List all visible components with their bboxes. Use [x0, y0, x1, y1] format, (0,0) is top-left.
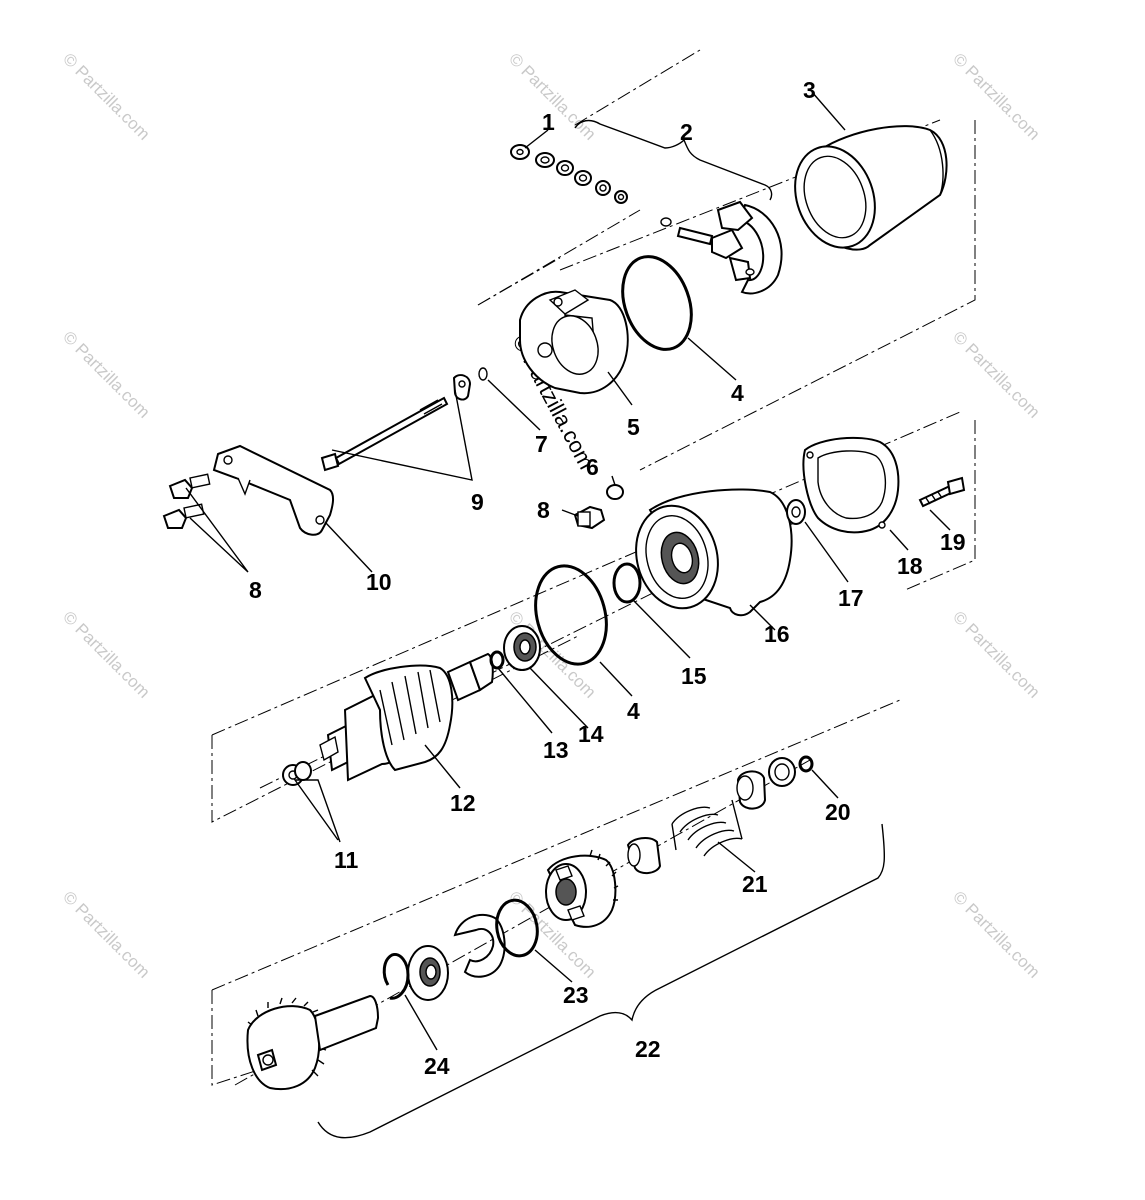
- assembly-2-bracket: [574, 119, 773, 201]
- callout-3: 3: [803, 77, 816, 103]
- part-24-snap-ring: [382, 952, 410, 1000]
- watermark-mid-right: © Partzilla.com: [949, 327, 1043, 421]
- callout-6: 6: [586, 454, 599, 480]
- callout-11: 11: [334, 847, 359, 873]
- part-11-washers: [282, 761, 312, 786]
- callout-16: 16: [764, 621, 790, 647]
- callout-4-upper: 4: [731, 380, 744, 406]
- callout-labels: 1 2 3 4 5 6 7 8 8 9 10 11 12 13 14 4 15 …: [249, 77, 966, 1079]
- part-9-through-bolt: [320, 374, 472, 472]
- part-17-washer: [786, 499, 806, 525]
- callout-8-right: 8: [537, 497, 550, 523]
- callout-23: 23: [563, 982, 589, 1008]
- callout-2: 2: [680, 119, 693, 145]
- part-5-rear-cover: [519, 289, 629, 395]
- part-18-gasket: [802, 436, 900, 534]
- part-13-small-ring: [489, 650, 505, 670]
- callout-19: 19: [940, 529, 966, 555]
- callout-14: 14: [578, 721, 604, 747]
- part-15-o-ring: [612, 562, 642, 604]
- part-10-bracket: [212, 444, 334, 536]
- callout-8-left: 8: [249, 577, 262, 603]
- watermark-top-right: © Partzilla.com: [949, 49, 1043, 143]
- part-4-o-ring-upper: [621, 255, 693, 351]
- watermark-bottom-right: © Partzilla.com: [949, 887, 1043, 981]
- part-21-spring-collars: [626, 757, 796, 874]
- part-23-ring: [495, 898, 539, 958]
- callout-21: 21: [742, 871, 768, 897]
- callout-9: 9: [471, 489, 484, 515]
- callout-17: 17: [838, 585, 864, 611]
- part-4-o-ring-lower: [534, 564, 608, 666]
- callout-5: 5: [627, 414, 640, 440]
- part-3-yoke-housing: [794, 125, 948, 251]
- part-19-bolt: [918, 476, 966, 508]
- watermark-bottom-left: © Partzilla.com: [59, 887, 153, 981]
- callout-10: 10: [366, 569, 392, 595]
- leader-lines: [185, 91, 951, 1051]
- watermark-mid-left: © Partzilla.com: [59, 327, 153, 421]
- part-2-brush-holder: [660, 200, 783, 295]
- part-14-bearing: [503, 625, 541, 671]
- part-20-snap-ring: [798, 755, 814, 773]
- callout-7: 7: [535, 431, 548, 457]
- callout-20: 20: [825, 799, 851, 825]
- part-12-armature: [319, 652, 494, 782]
- callout-1: 1: [542, 109, 555, 135]
- assembly-22-bracket: [317, 823, 886, 1139]
- callout-24: 24: [424, 1053, 450, 1079]
- watermark-top-left: © Partzilla.com: [59, 49, 153, 143]
- part-7-small-o-ring: [478, 367, 488, 381]
- part-8-bolts: [162, 473, 606, 530]
- part-16-front-housing: [635, 488, 793, 617]
- part-1-washers: [510, 144, 628, 204]
- callout-12: 12: [450, 790, 476, 816]
- watermark-low-right: © Partzilla.com: [949, 607, 1043, 701]
- part-22-clutch-assembly: [246, 849, 619, 1090]
- callout-4-lower: 4: [627, 698, 640, 724]
- axis-lines: [234, 119, 941, 1086]
- callout-22: 22: [635, 1036, 661, 1062]
- part-6-small-o-ring: [606, 484, 624, 500]
- callout-13: 13: [543, 737, 569, 763]
- watermark-low-left: © Partzilla.com: [59, 607, 153, 701]
- callout-18: 18: [897, 553, 923, 579]
- callout-15: 15: [681, 663, 707, 689]
